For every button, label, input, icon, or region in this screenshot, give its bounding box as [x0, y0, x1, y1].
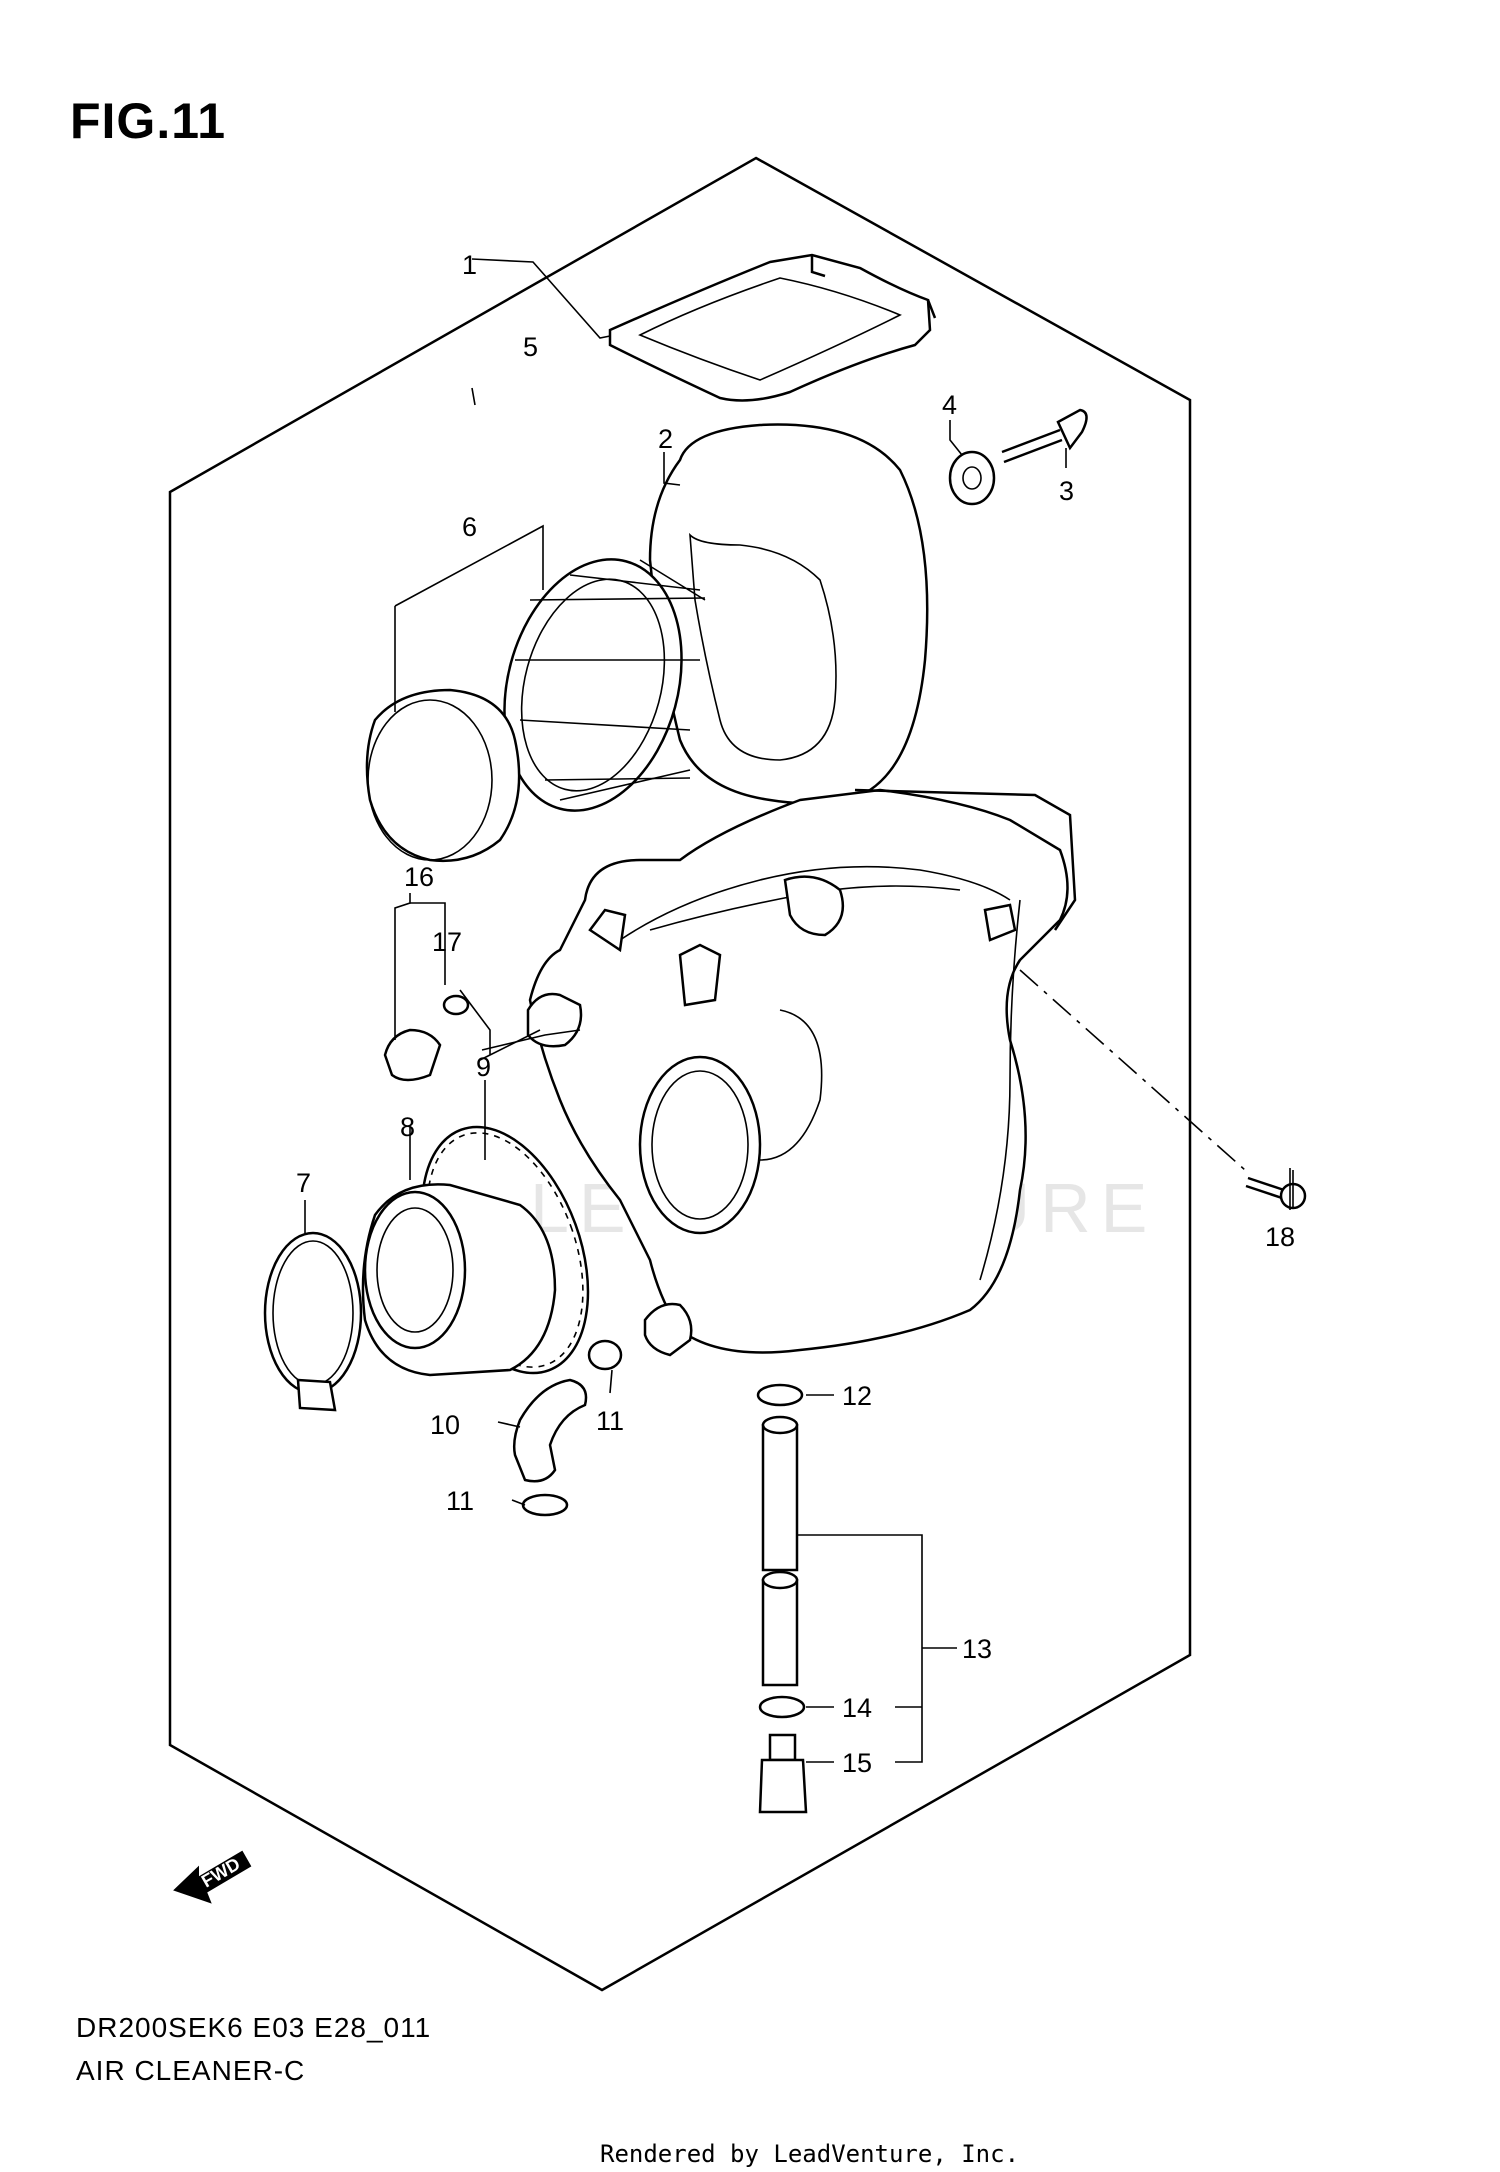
part-4-grommet: [948, 450, 996, 506]
callout-10: 10: [430, 1410, 460, 1440]
callout-14: 14: [842, 1693, 872, 1723]
part-3-wing-bolt: [1001, 408, 1088, 464]
callout-17: 17: [432, 927, 462, 957]
part-8-intake-joint: [361, 1183, 557, 1377]
part-13-drain-hose: [761, 1415, 799, 1687]
model-code: DR200SEK6 E03 E28_011: [76, 2012, 432, 2043]
callout-11-lower: 11: [446, 1486, 474, 1516]
part-11-clip-lower: [521, 1493, 569, 1517]
part-15-drain-fitting: [758, 1733, 808, 1814]
callout-3: 3: [1059, 476, 1074, 506]
callout-2: 2: [658, 424, 673, 454]
callout-16: 16: [404, 862, 434, 892]
part-16-drain-plug: [383, 1028, 442, 1082]
part-14-clip: [758, 1695, 806, 1719]
callout-18: 18: [1265, 1222, 1295, 1252]
callout-labels: 1 2 3 4 5 6 7 8 9 10 11 11 12 13 14 15 1…: [296, 250, 1295, 1778]
part-18-screw: [1245, 1176, 1307, 1210]
part-17-clip: [442, 994, 470, 1016]
callout-5: 5: [523, 332, 538, 362]
section-title: AIR CLEANER-C: [76, 2055, 306, 2086]
callout-11-upper: 11: [596, 1406, 624, 1436]
callout-9: 9: [476, 1052, 491, 1082]
assembly-outline: [168, 156, 1192, 1992]
callout-13: 13: [962, 1634, 992, 1664]
part-6-filter-cage: [365, 558, 706, 862]
callout-12: 12: [842, 1381, 872, 1411]
leader-lines: [304, 258, 1294, 1763]
part-10-breather-hose: [512, 1378, 588, 1483]
part-7-clamp: [263, 1231, 363, 1412]
callout-7: 7: [296, 1168, 311, 1198]
part-2-filter-element: [648, 423, 929, 805]
part-12-clip: [756, 1383, 804, 1407]
callout-1: 1: [462, 250, 477, 280]
air-cleaner-case: [526, 788, 1077, 1357]
figure-title: FIG.11: [70, 93, 227, 149]
callout-6: 6: [462, 512, 477, 542]
callout-15: 15: [842, 1748, 872, 1778]
part-11-clip-upper: [587, 1339, 623, 1371]
callout-4: 4: [942, 390, 957, 420]
render-credit: Rendered by LeadVenture, Inc.: [600, 2140, 1020, 2168]
callout-8: 8: [400, 1112, 415, 1142]
fwd-arrow-icon: FWD: [173, 1850, 252, 1904]
fwd-label: FWD: [198, 1854, 243, 1892]
part-5-cover-plate: [608, 253, 937, 402]
